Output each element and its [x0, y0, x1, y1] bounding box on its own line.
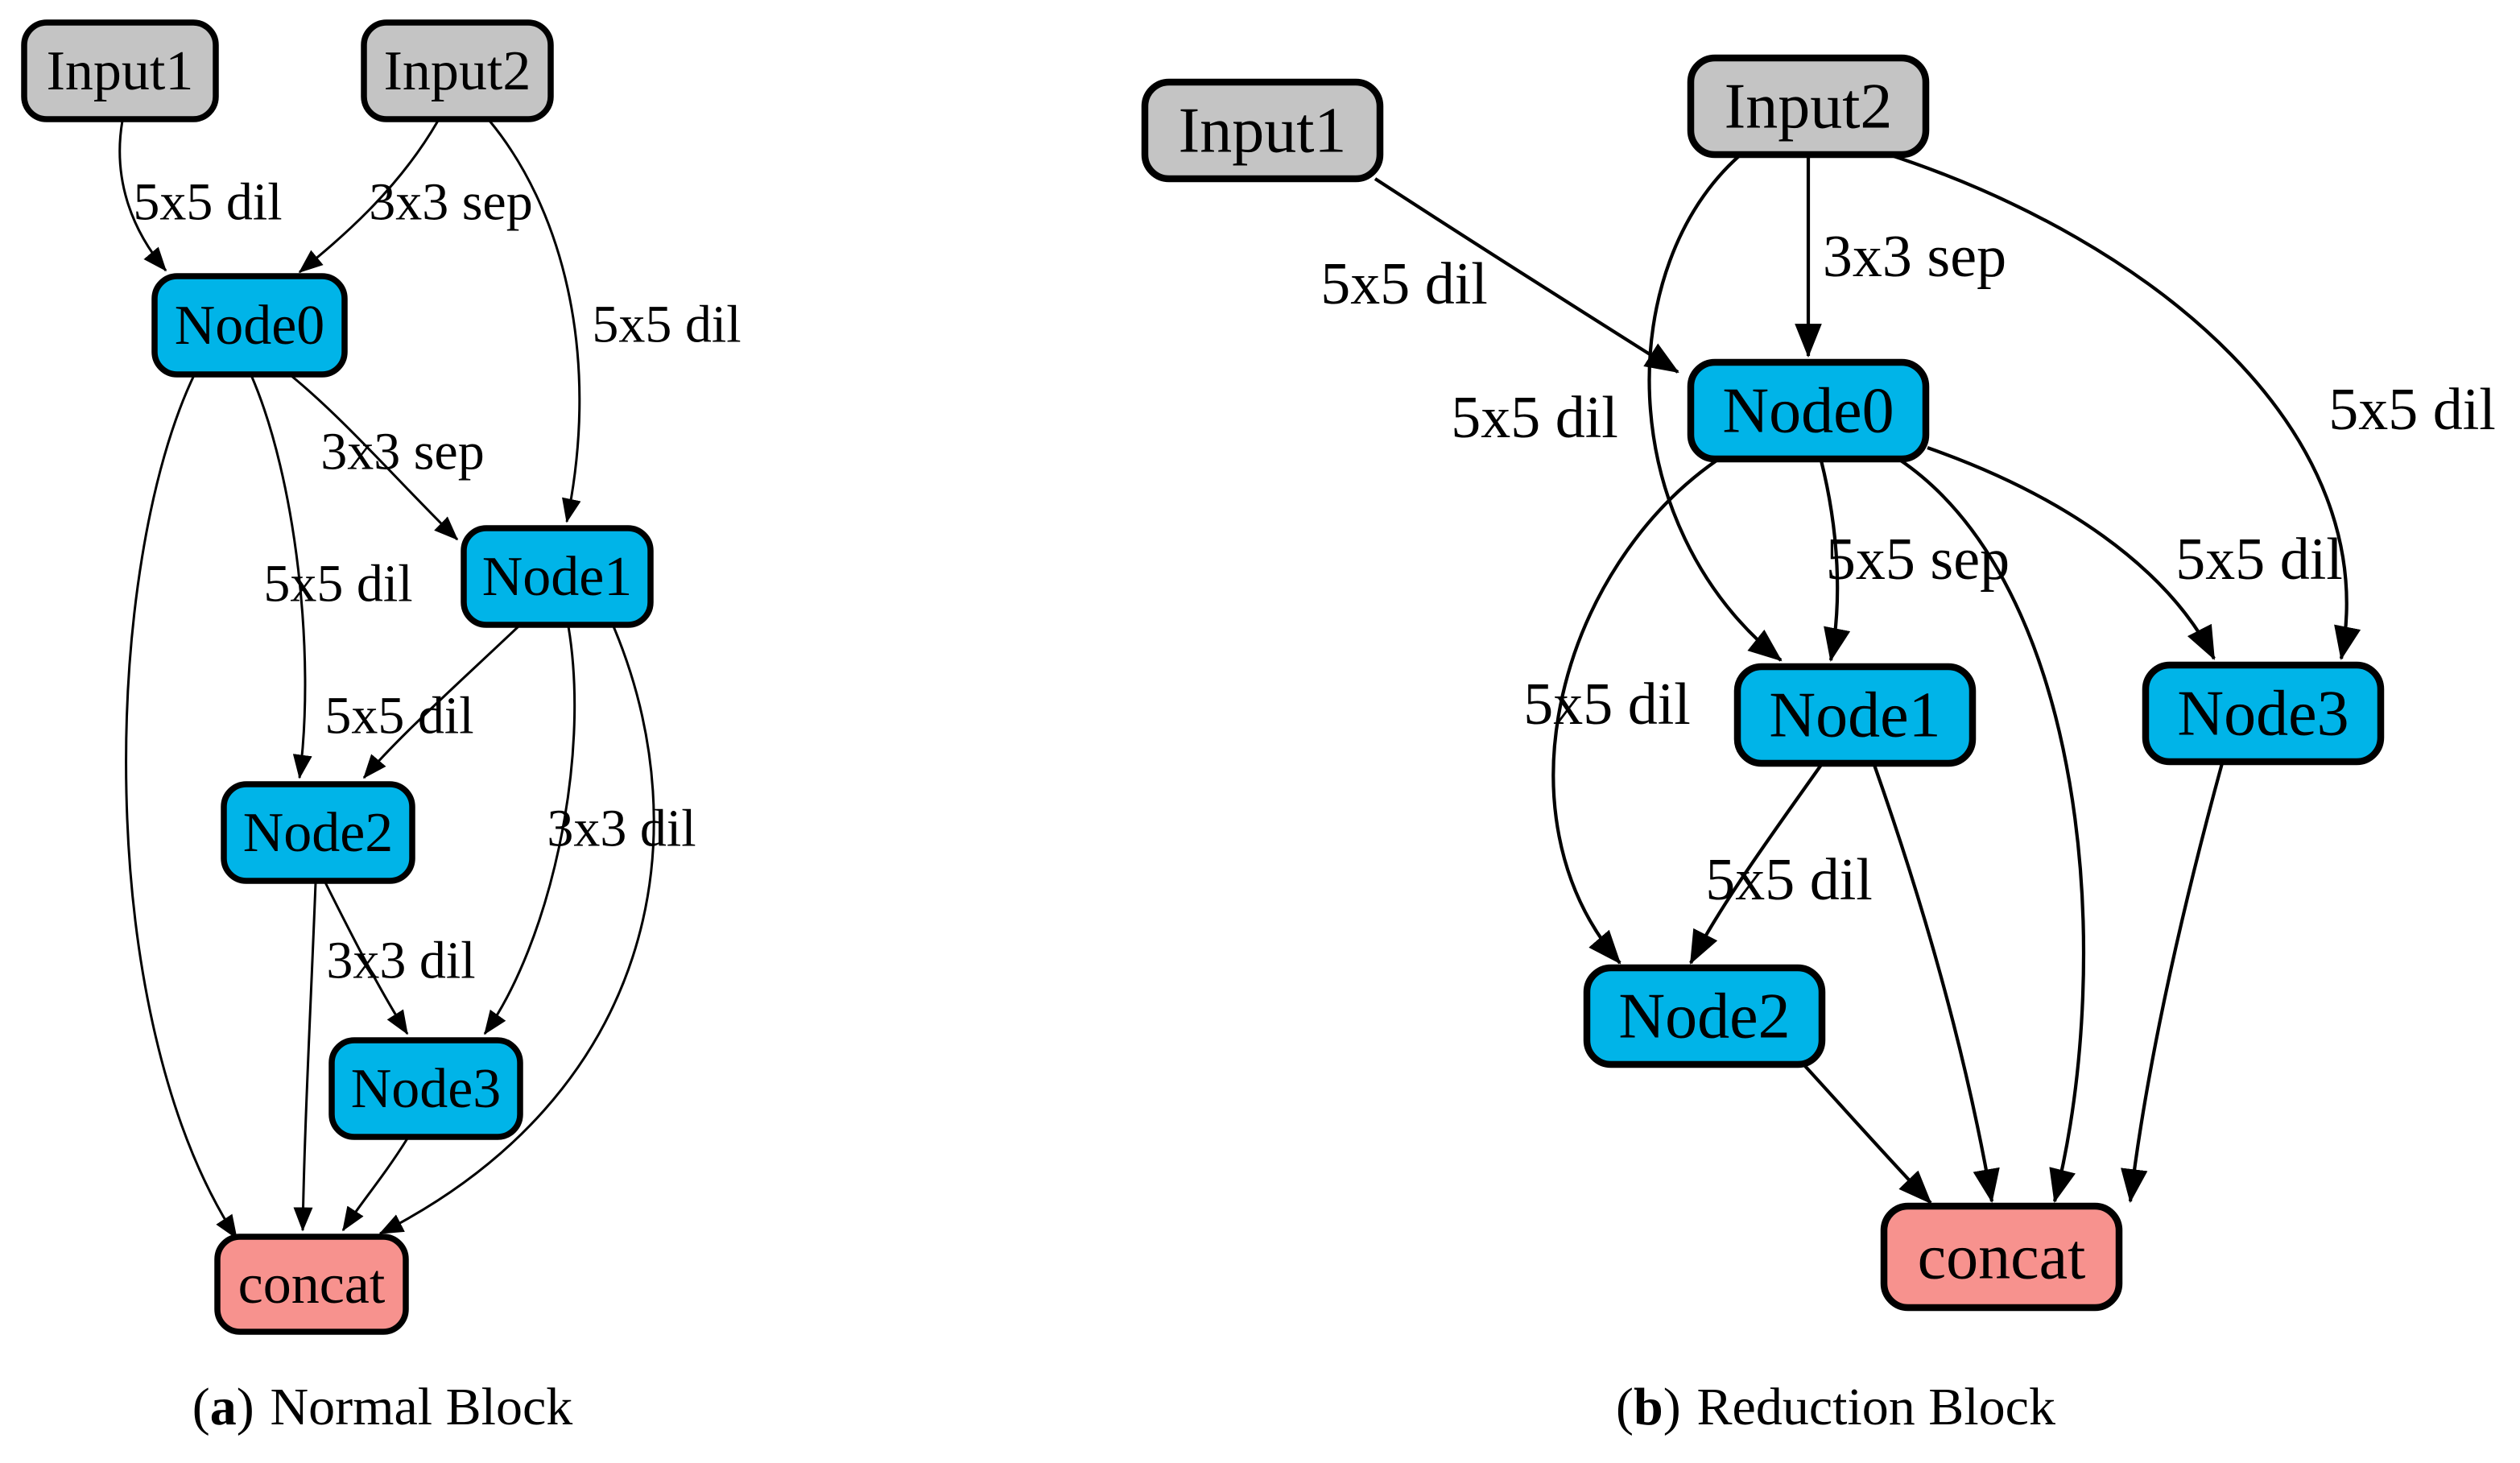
- caption-b-letter: b: [1634, 1378, 1663, 1436]
- caption-normal-block: (a) Normal Block: [0, 1377, 765, 1438]
- edge-label-input2-node1: 5x5 dil: [592, 295, 741, 353]
- edge-label-input2-node3: 5x5 dil: [2328, 377, 2496, 443]
- node-label-node1: Node1: [482, 546, 633, 608]
- node-reduction-block-node1: Node1: [1733, 663, 1977, 767]
- edge-input2-node0: [298, 120, 440, 274]
- node-label-input1: Input1: [47, 40, 194, 102]
- node-label-input2: Input2: [1725, 71, 1893, 142]
- edge-node0-node2: [250, 374, 312, 779]
- edge-label-input2-node0: 3x3 sep: [369, 172, 532, 231]
- node-box-node0: [151, 273, 348, 378]
- edge-node1-concat: [1873, 764, 2000, 1204]
- edge-node0-node1: [286, 370, 459, 541]
- edge-label-node0-node1: 3x3 sep: [320, 422, 484, 481]
- node-box-node2: [221, 781, 415, 884]
- node-box-input1: [21, 19, 219, 122]
- edge-node1-concat: [378, 626, 655, 1235]
- caption-b-open: (: [1616, 1378, 1634, 1436]
- edge-label-node2-node3: 3x3 dil: [326, 931, 475, 990]
- node-box-node2: [1583, 964, 1826, 1068]
- edge-input2-node3: [1883, 151, 2361, 661]
- caption-b-title: Reduction Block: [1696, 1378, 2055, 1436]
- node-box-input2: [1687, 54, 1930, 159]
- edge-label-node0-node1: 5x5 sep: [1826, 527, 2010, 593]
- caption-a-close: ): [236, 1378, 254, 1436]
- node-normal-block-node3: Node3: [328, 1037, 523, 1140]
- edge-node2-concat: [1803, 1064, 1932, 1205]
- node-normal-block-concat: concat: [214, 1234, 409, 1335]
- edge-input2-node1: [488, 120, 581, 523]
- node-reduction-block-input2: Input2: [1687, 54, 1930, 159]
- node-reduction-block-node3: Node3: [2142, 661, 2385, 766]
- node-box-node1: [1733, 663, 1977, 767]
- edge-label-node1-node3: 3x3 dil: [547, 799, 696, 858]
- edge-label-node1-node2: 5x5 dil: [1705, 847, 1873, 913]
- edge-label-node0-node2: 5x5 dil: [1523, 672, 1691, 738]
- node-box-concat: [214, 1234, 409, 1335]
- node-normal-block-node1: Node1: [461, 525, 654, 628]
- node-normal-block-input2: Input2: [361, 19, 554, 122]
- edge-input1-node0: [1374, 177, 1679, 374]
- node-label-node3: Node3: [351, 1058, 502, 1120]
- edge-node0-node3: [1927, 446, 2216, 660]
- node-label-concat: concat: [1918, 1221, 2086, 1292]
- node-box-input1: [1141, 78, 1384, 183]
- caption-a-title: Normal Block: [270, 1378, 573, 1436]
- node-label-node3: Node3: [2177, 678, 2349, 749]
- edge-node2-node3: [324, 882, 409, 1035]
- edge-node3-concat: [2121, 762, 2225, 1204]
- node-box-input2: [361, 19, 554, 122]
- node-label-concat: concat: [238, 1254, 386, 1316]
- edge-label-node0-node3: 5x5 dil: [2175, 527, 2343, 593]
- edge-node2-concat: [293, 882, 317, 1232]
- edge-node0-concat: [125, 373, 238, 1240]
- node-box-node3: [2142, 661, 2385, 766]
- node-box-concat: [1880, 1202, 2123, 1312]
- edge-input1-node0: [118, 120, 167, 272]
- edge-node1-node2: [1689, 763, 1823, 965]
- edge-node0-node2: [1551, 459, 1718, 965]
- node-label-node1: Node1: [1769, 680, 1940, 750]
- caption-b-close: ): [1663, 1378, 1681, 1436]
- node-label-input2: Input2: [384, 40, 531, 102]
- node-reduction-block-node2: Node2: [1583, 964, 1826, 1068]
- node-normal-block-node0: Node0: [151, 273, 348, 378]
- node-reduction-block-concat: concat: [1880, 1202, 2123, 1312]
- edge-label-input2-node0: 3x3 sep: [1823, 224, 2006, 290]
- node-reduction-block-node0: Node0: [1687, 358, 1930, 463]
- node-label-input1: Input1: [1179, 95, 1347, 166]
- node-normal-block-input1: Input1: [21, 19, 219, 122]
- edge-input2-node1: [1647, 153, 1783, 662]
- node-box-node0: [1687, 358, 1930, 463]
- caption-reduction-block: (b) Reduction Block: [1401, 1377, 2270, 1438]
- edge-label-node1-node2: 5x5 dil: [324, 686, 473, 745]
- edge-label-input2-node1: 5x5 dil: [1451, 385, 1618, 451]
- edge-label-node0-node2: 5x5 dil: [263, 554, 412, 613]
- node-label-node2: Node2: [243, 802, 394, 864]
- edge-label-input1-node0: 5x5 dil: [133, 172, 282, 231]
- node-box-node3: [328, 1037, 523, 1140]
- edge-node1-node2: [362, 625, 520, 779]
- node-normal-block-node2: Node2: [221, 781, 415, 884]
- edge-node3-concat: [341, 1138, 409, 1232]
- node-box-node1: [461, 525, 654, 628]
- caption-a-open: (: [192, 1378, 210, 1436]
- edge-node0-node1: [1819, 460, 1851, 663]
- diagram-reduction-block: 5x5 dil 3x3 sep 5x5 dil 5x5 dil 5x5 sep 5x5 d…: [1141, 54, 2496, 1312]
- node-label-node2: Node2: [1618, 981, 1790, 1052]
- edge-node1-node3: [483, 626, 576, 1035]
- edge-label-input1-node0: 5x5 dil: [1320, 251, 1488, 317]
- node-reduction-block-input1: Input1: [1141, 78, 1384, 183]
- edge-node0-concat: [1897, 457, 2086, 1204]
- diagram-normal-block: 5x5 dil 3x3 sep 5x5 dil 3x3 sep 5x5 dil 5x5 d…: [21, 19, 742, 1335]
- node-label-node0: Node0: [175, 295, 325, 357]
- node-label-node0: Node0: [1722, 375, 1894, 446]
- caption-a-letter: a: [209, 1378, 237, 1436]
